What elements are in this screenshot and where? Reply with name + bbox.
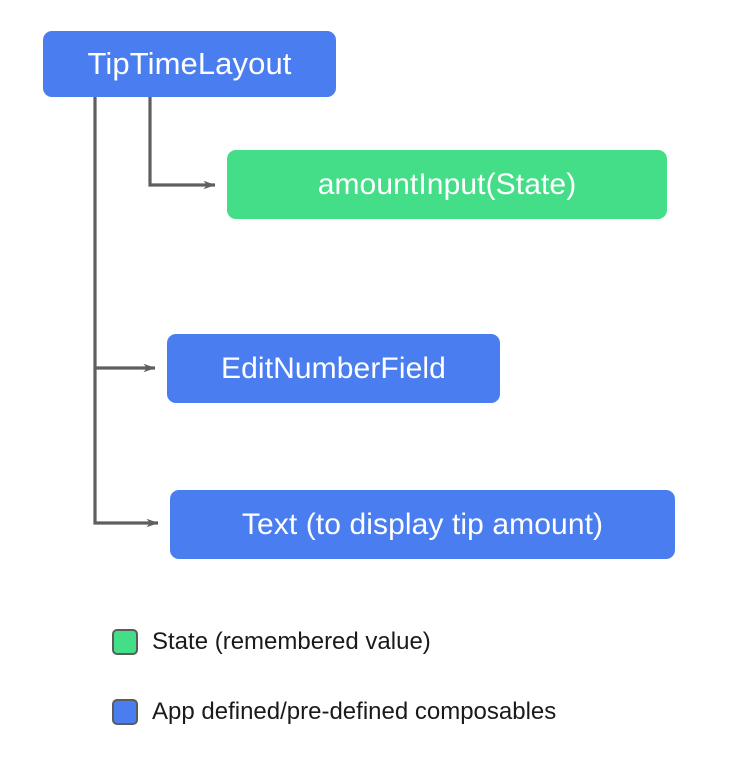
node-text-display[interactable]: Text (to display tip amount): [170, 490, 675, 559]
legend-label-state: State (remembered value): [152, 628, 431, 655]
node-edit-number-field-label: EditNumberField: [221, 352, 446, 385]
node-text-display-label: Text (to display tip amount): [241, 508, 604, 541]
legend-swatch-state: [112, 629, 138, 655]
legend-item-state: State (remembered value): [112, 626, 556, 658]
node-amount-input-state-label: amountInput(State): [317, 168, 577, 201]
legend: State (remembered value) App defined/pre…: [112, 626, 556, 728]
legend-swatch-composables: [112, 699, 138, 725]
legend-label-composables: App defined/pre-defined composables: [152, 698, 557, 725]
node-tip-time-layout-label: TipTimeLayout: [87, 45, 292, 81]
edge-root-to-text-display: [93, 368, 159, 528]
node-edit-number-field[interactable]: EditNumberField: [167, 334, 500, 403]
node-amount-input-state[interactable]: amountInput(State): [227, 150, 667, 219]
edge-root-to-edit-number-field: [93, 96, 156, 373]
edge-root-to-amount-input: [148, 96, 216, 190]
node-tip-time-layout[interactable]: TipTimeLayout: [43, 31, 336, 97]
legend-item-composables: App defined/pre-defined composables: [112, 696, 556, 728]
